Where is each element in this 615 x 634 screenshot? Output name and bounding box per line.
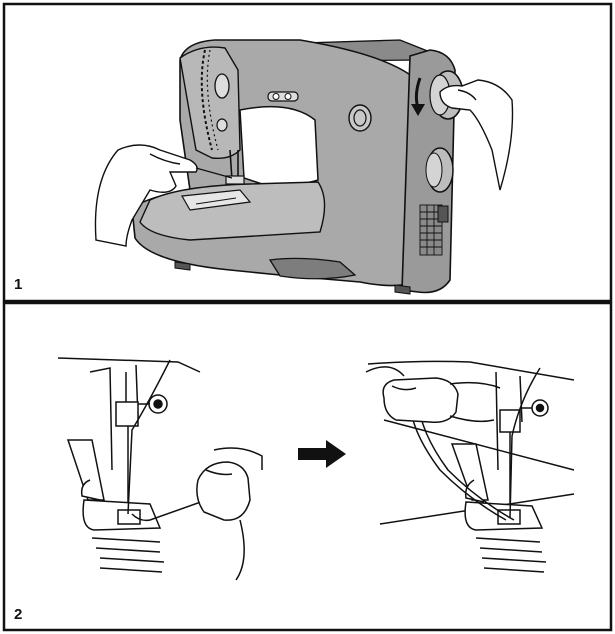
right-arrow-icon: [298, 440, 346, 468]
presser-foot-illustration-after: [365, 360, 575, 573]
panel-2-frame: [2, 301, 613, 632]
step-number-1: 1: [14, 276, 23, 293]
thread-line: [195, 167, 233, 179]
left-hand-illustration: [94, 144, 198, 247]
panel-1-frame: [2, 2, 613, 303]
presser-foot-illustration-before: [57, 357, 213, 573]
sewing-machine-illustration: [131, 39, 464, 295]
right-hand-illustration: [439, 79, 514, 191]
fingers-illustration-before: [196, 447, 263, 581]
step-number-2: 2: [14, 606, 23, 623]
fingers-illustration-after: [382, 377, 501, 424]
curved-arrow-down-icon: [411, 77, 425, 116]
